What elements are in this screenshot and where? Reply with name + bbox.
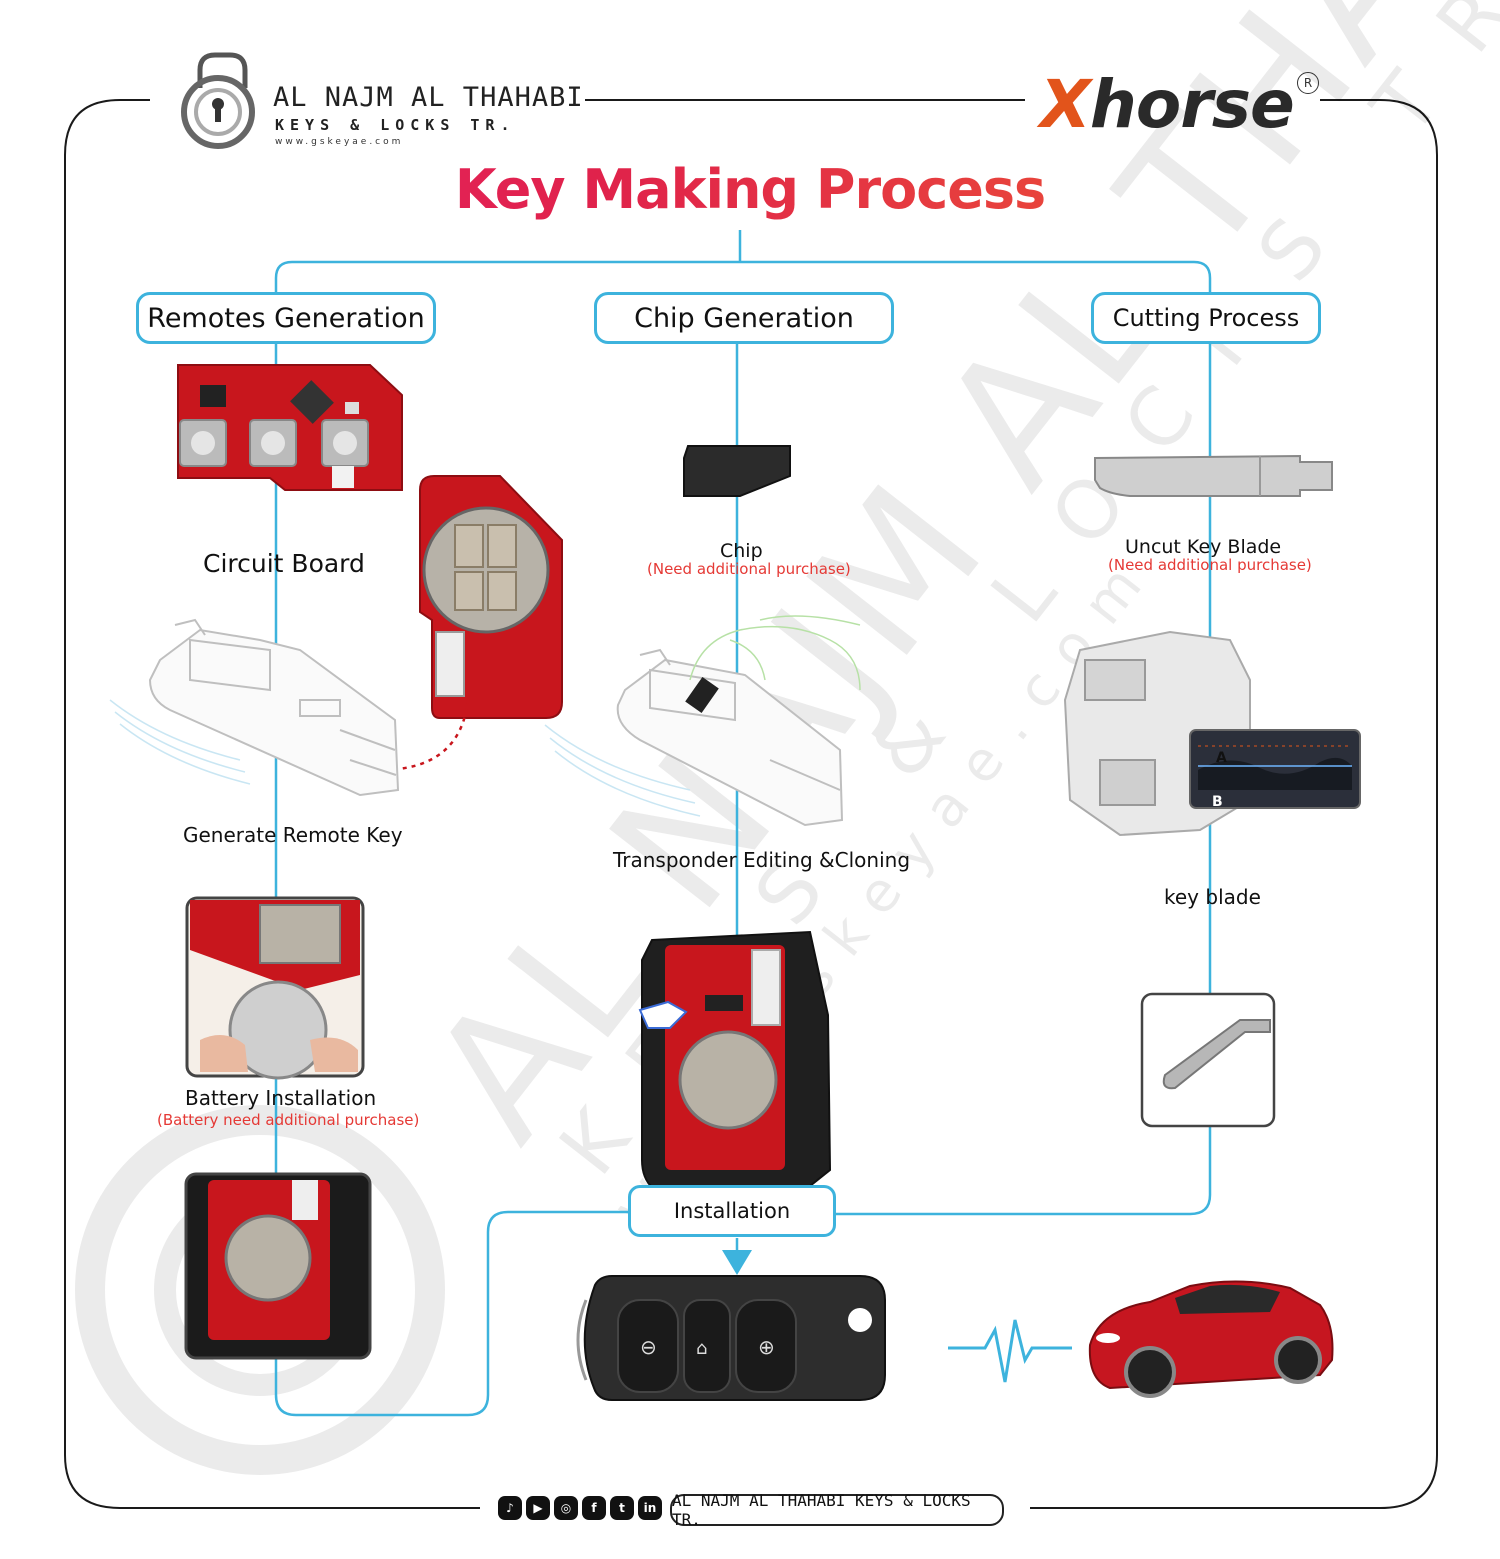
- label-chip: Chip: [720, 540, 763, 562]
- xhorse-logo: Xhorse: [1040, 70, 1295, 140]
- uncut-key-blade-image: [1094, 454, 1333, 497]
- svg-text:⊖: ⊖: [640, 1335, 657, 1359]
- tiktok-icon[interactable]: ♪: [498, 1496, 522, 1520]
- company-name: AL NAJM AL THAHABI: [273, 82, 584, 113]
- label-installation: Installation: [628, 1185, 836, 1237]
- youtube-icon[interactable]: ▶: [526, 1496, 550, 1520]
- signal-waves-left: [109, 699, 251, 785]
- key-shell-installed-photo: [638, 930, 832, 1191]
- label-generate-remote-key: Generate Remote Key: [183, 823, 403, 847]
- hand-sketch: [689, 615, 861, 691]
- key-blade-photo: [1140, 992, 1276, 1128]
- key-tool-device-left: [148, 618, 400, 797]
- label-circuit-board: Circuit Board: [203, 549, 365, 578]
- key-cutting-machine-image: A B: [1063, 630, 1361, 837]
- transponder-chip-image: [683, 445, 791, 497]
- page-title: Key Making Process: [0, 158, 1500, 221]
- note-uncut-blade-purchase: (Need additional purchase): [1108, 556, 1312, 574]
- company-website: www.gskeyae.com: [275, 137, 404, 147]
- svg-text:⊕: ⊕: [758, 1335, 775, 1359]
- note-battery-purchase: (Battery need additional purchase): [157, 1111, 420, 1129]
- company-logo-icon: [181, 52, 255, 149]
- linkedin-icon[interactable]: in: [638, 1496, 662, 1520]
- label-key-blade: key blade: [1164, 885, 1261, 909]
- remote-shell-photo: [184, 1172, 372, 1360]
- signal-waves-middle: [544, 724, 701, 817]
- facebook-icon[interactable]: f: [582, 1496, 606, 1520]
- battery-installation-photo: [185, 896, 365, 1080]
- registered-mark: R: [1297, 72, 1319, 94]
- signal-pulse-icon: [948, 1319, 1072, 1383]
- instagram-icon[interactable]: ◎: [554, 1496, 578, 1520]
- footer-company-name: AL NAJM AL THAHABI KEYS & LOCKS TR.: [670, 1491, 1004, 1529]
- twitter-icon[interactable]: t: [610, 1496, 634, 1520]
- arrow-down-icon: [722, 1250, 752, 1275]
- chip-in-hand: [685, 676, 719, 714]
- blade-label-a: A: [1216, 750, 1227, 766]
- circuit-board-image: [177, 364, 403, 491]
- flow-lines: [274, 230, 1212, 1417]
- section-chip-generation: Chip Generation: [594, 292, 894, 344]
- section-remotes-generation: Remotes Generation: [136, 292, 436, 344]
- frame-right: [1030, 99, 1438, 1509]
- red-car-image: [1088, 1280, 1334, 1398]
- note-chip-purchase: (Need additional purchase): [647, 560, 851, 578]
- xhorse-logo-text: Xhorse: [1040, 66, 1295, 143]
- key-tool-device-middle: [616, 648, 844, 827]
- company-subtitle: KEYS & LOCKS TR.: [275, 116, 516, 134]
- blade-label-b: B: [1212, 794, 1223, 810]
- label-uncut-key-blade: Uncut Key Blade: [1125, 536, 1282, 558]
- frame-left: [64, 99, 480, 1509]
- label-transponder-editing: Transponder Editing &Cloning: [613, 848, 911, 872]
- section-cutting-process: Cutting Process: [1091, 292, 1321, 344]
- svg-text:⌂: ⌂: [696, 1338, 707, 1359]
- flip-car-key-image: ⊖ ⌂ ⊕: [576, 1275, 886, 1401]
- label-battery-installation: Battery Installation: [185, 1086, 377, 1110]
- battery-pcb-image: [419, 475, 563, 719]
